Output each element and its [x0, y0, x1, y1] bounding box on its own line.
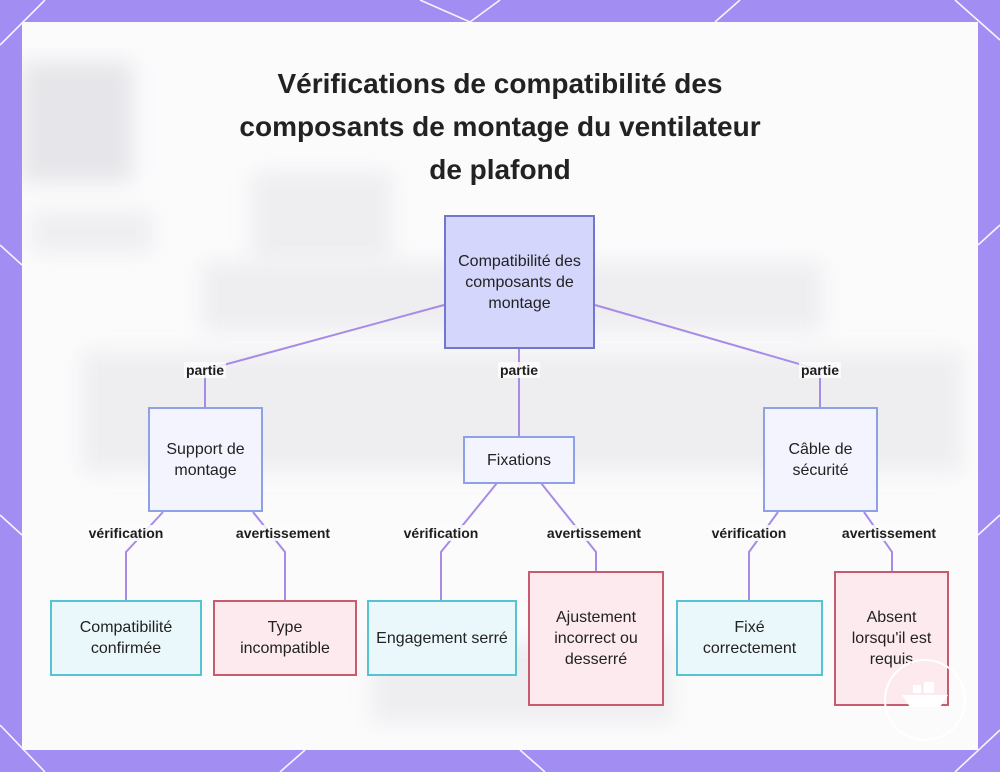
- edge-label-avertissement: avertissement: [544, 525, 644, 541]
- edge-label-partie: partie: [798, 362, 842, 378]
- edge-fixations-warn: [540, 482, 597, 572]
- watermark-logo: [884, 659, 966, 741]
- edge-label-verification: vérification: [709, 525, 789, 541]
- edge-label-avertissement: avertissement: [233, 525, 333, 541]
- node-support-warn: Type incompatible: [213, 600, 357, 676]
- background-blur: [32, 212, 152, 252]
- title-line-1: Vérifications de compatibilité des: [277, 68, 723, 99]
- edge-label-verification: vérification: [401, 525, 481, 541]
- edge-label-partie: partie: [183, 362, 227, 378]
- edge-label-avertissement: avertissement: [839, 525, 939, 541]
- node-support: Support de montage: [148, 407, 263, 512]
- node-cable-ok: Fixé correctement: [676, 600, 823, 676]
- diagram-title: Vérifications de compatibilité des compo…: [0, 62, 1000, 191]
- node-fixations: Fixations: [463, 436, 575, 484]
- node-fixations-warn: Ajustement incorrect ou desserré: [528, 571, 664, 706]
- edge-label-verification: vérification: [86, 525, 166, 541]
- background-blur: [22, 62, 132, 182]
- edge-label-partie: partie: [497, 362, 541, 378]
- title-line-3: de plafond: [429, 154, 571, 185]
- node-fixations-ok: Engagement serré: [367, 600, 517, 676]
- node-cable: Câble de sécurité: [763, 407, 878, 512]
- node-root: Compatibilité des composants de montage: [444, 215, 595, 349]
- edge-root-support: [204, 304, 445, 408]
- background-blur: [252, 172, 392, 262]
- node-support-ok: Compatibilité confirmée: [50, 600, 202, 676]
- edge-cable-warn: [863, 511, 893, 572]
- title-line-2: composants de montage du ventilateur: [239, 111, 761, 142]
- edge-fixations-ok: [440, 482, 498, 601]
- edge-root-cable: [594, 304, 821, 408]
